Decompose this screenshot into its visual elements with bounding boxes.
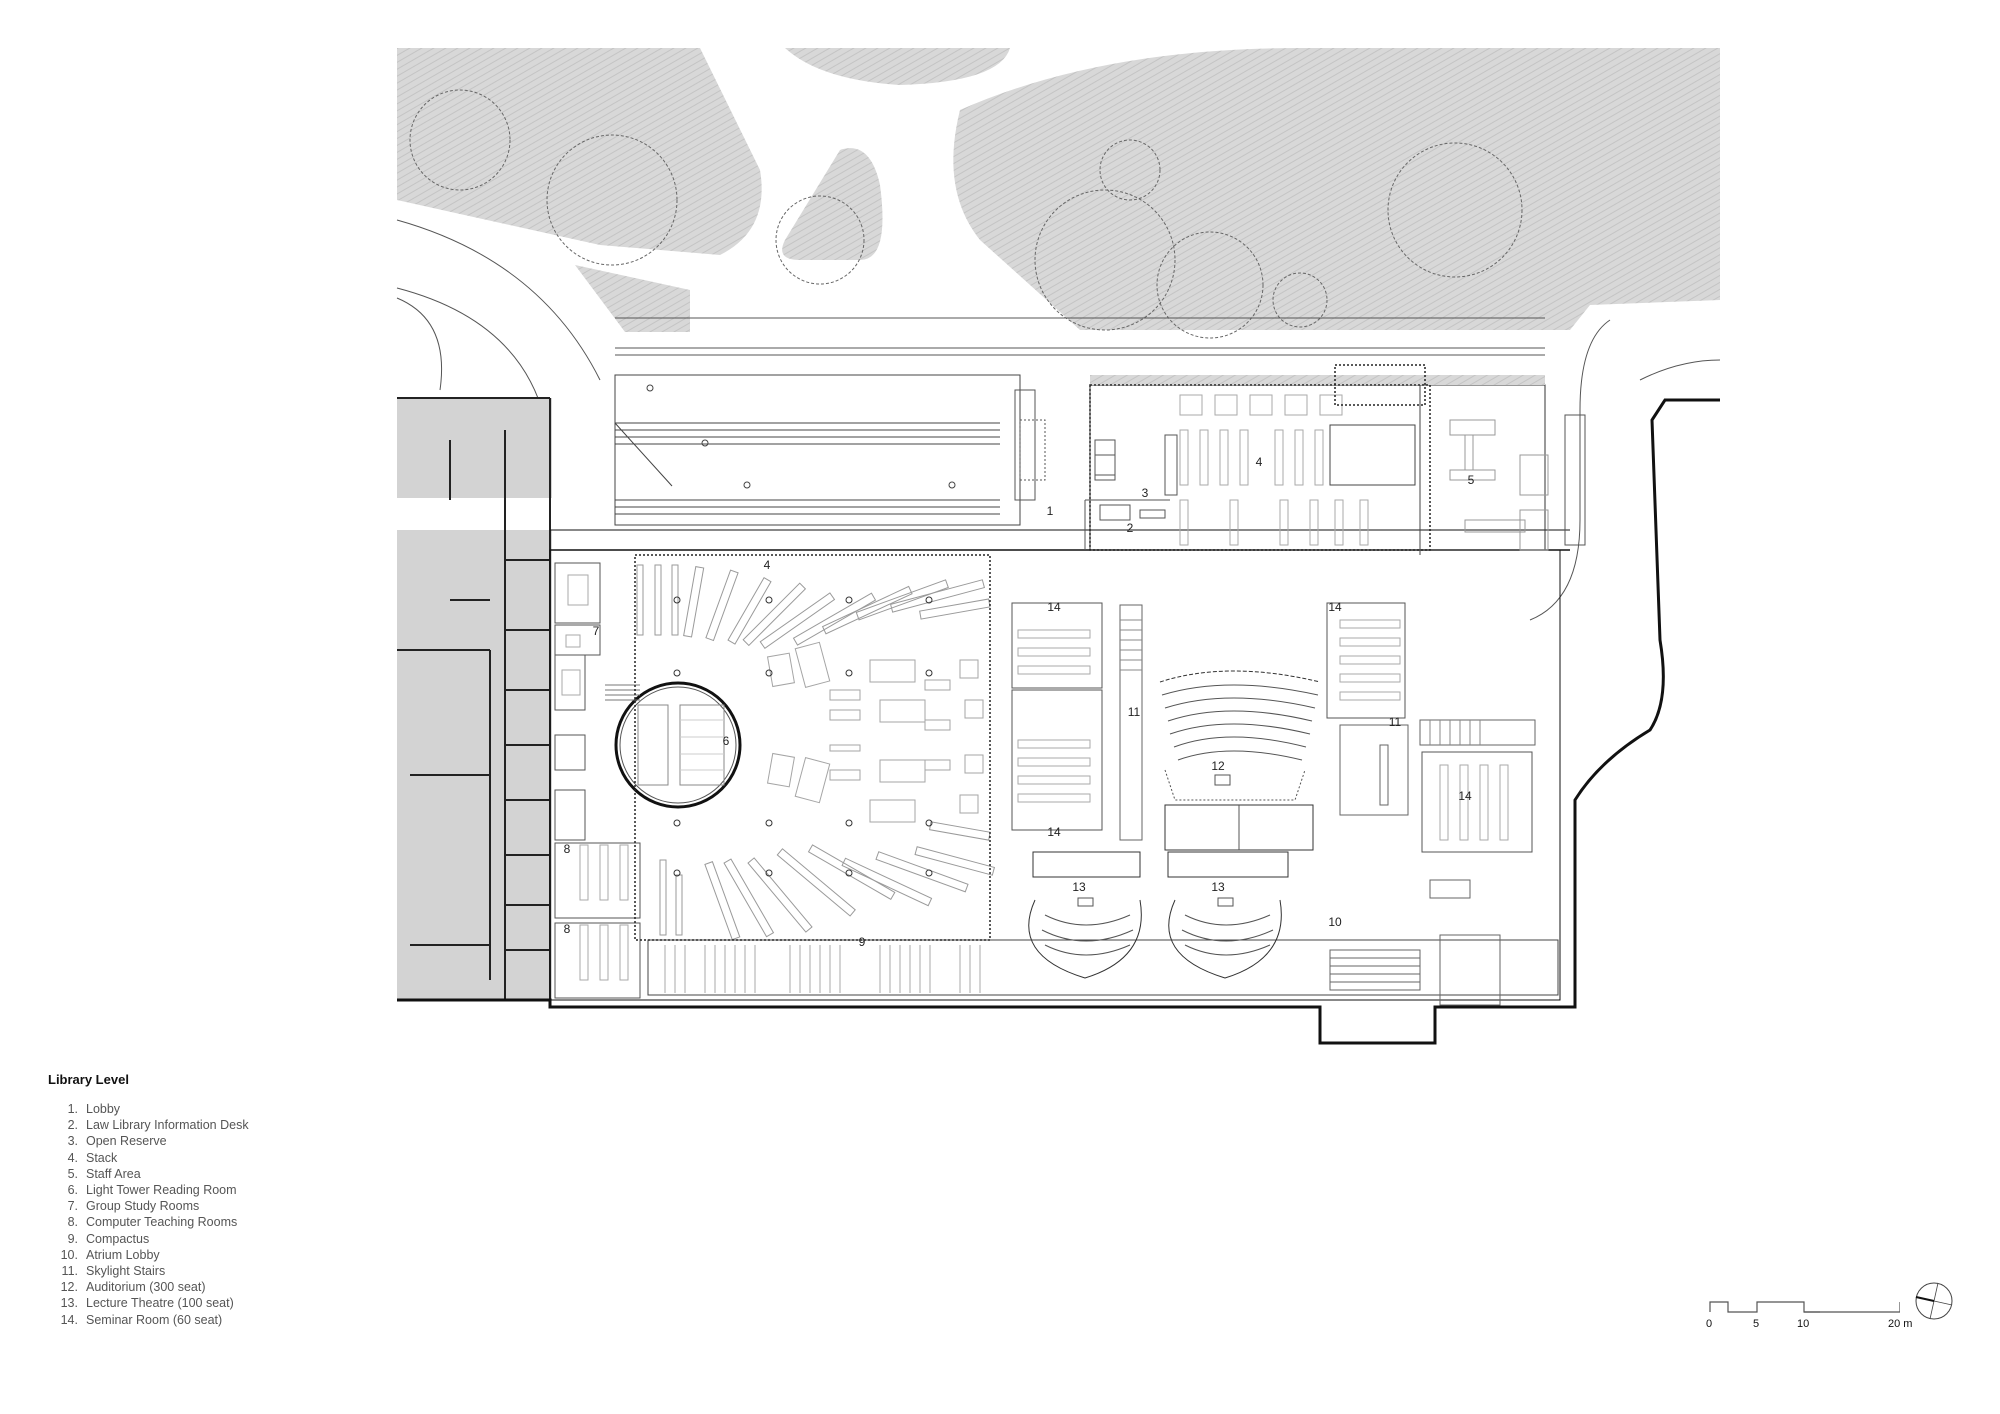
legend-item-label: Atrium Lobby xyxy=(86,1247,160,1262)
west-rooms xyxy=(554,562,641,999)
scale-bar: 0 5 10 xyxy=(1700,1284,1900,1334)
legend-item-number: 3. xyxy=(67,1134,78,1149)
legend-item-label: Compactus xyxy=(86,1231,150,1246)
legend-item-label: Seminar Room (60 seat) xyxy=(86,1312,223,1327)
legend-item-label: Staff Area xyxy=(86,1166,141,1181)
room-label-8a: 8 xyxy=(564,842,571,856)
room-label-13b: 13 xyxy=(1211,880,1225,894)
room-label-14b: 14 xyxy=(1047,825,1061,839)
room-label-4a: 4 xyxy=(1256,455,1263,469)
legend-item-number: 10. xyxy=(60,1247,78,1262)
legend-item: 6. Light Tower Reading Room xyxy=(48,1182,408,1198)
room-label-8b: 8 xyxy=(564,922,571,936)
dotted-boundaries xyxy=(634,364,1431,941)
lecture-theatres xyxy=(1028,851,1289,979)
legend-item: 1. Lobby xyxy=(48,1101,408,1117)
sunken-courtyard xyxy=(614,374,1021,526)
legend-item-number: 5. xyxy=(67,1166,78,1181)
room-label-14c: 14 xyxy=(1328,600,1342,614)
room-labels: 1 2 3 4 4 5 6 7 8 8 9 10 11 11 12 13 13 … xyxy=(564,455,1475,949)
room-label-11b: 11 xyxy=(1389,715,1402,729)
scale-tick-20: 20 m xyxy=(1888,1318,1913,1330)
legend-item: 5. Staff Area xyxy=(48,1166,408,1182)
legend-item: 11. Skylight Stairs xyxy=(48,1263,408,1279)
legend-item-number: 14. xyxy=(60,1312,78,1327)
legend-item-number: 13. xyxy=(60,1296,78,1311)
legend-list: 1. Lobby 2. Law Library Information Desk 3… xyxy=(48,1101,408,1328)
site-paths xyxy=(396,219,1721,621)
adjacent-building xyxy=(397,397,552,1000)
building-outline xyxy=(397,398,1720,1045)
legend-item-label: Computer Teaching Rooms xyxy=(86,1215,238,1230)
room-label-11a: 11 xyxy=(1128,705,1141,719)
legend-item: 7. Group Study Rooms xyxy=(48,1198,408,1214)
legend-item-label: Stack xyxy=(86,1150,118,1165)
legend-item: 4. Stack xyxy=(48,1150,408,1166)
legend-item: 12. Auditorium (300 seat) xyxy=(48,1279,408,1295)
legend-item-number: 1. xyxy=(67,1102,78,1116)
legend-item-number: 11. xyxy=(61,1264,78,1279)
room-label-13a: 13 xyxy=(1072,880,1086,894)
tree-circles xyxy=(409,89,1523,339)
legend-item-number: 4. xyxy=(67,1150,78,1165)
legend-item: 14. Seminar Room (60 seat) xyxy=(48,1312,408,1328)
legend-item: 3. Open Reserve xyxy=(48,1133,408,1149)
legend-item: 13. Lecture Theatre (100 seat) xyxy=(48,1295,408,1311)
room-label-14a: 14 xyxy=(1047,600,1061,614)
legend-item-label: Group Study Rooms xyxy=(86,1199,200,1214)
seminar-rooms xyxy=(1011,602,1533,853)
room-label-10: 10 xyxy=(1328,915,1342,929)
compactus xyxy=(647,939,1559,996)
atrium-stairs xyxy=(1119,604,1536,1006)
stack-zone-north xyxy=(1089,375,1586,555)
structural-columns xyxy=(673,596,933,877)
scale-bar-graphic xyxy=(1709,1301,1900,1313)
scale-tick-10: 10 xyxy=(1797,1318,1810,1330)
legend-item: 2. Law Library Information Desk xyxy=(48,1117,408,1133)
auditorium xyxy=(1159,670,1321,851)
room-label-14d: 14 xyxy=(1458,789,1472,803)
room-label-12: 12 xyxy=(1211,759,1225,773)
legend: Library Level 1. Lobby 2. Law Library Info… xyxy=(48,1072,408,1328)
legend-item-number: 8. xyxy=(67,1215,78,1230)
lobby-zone xyxy=(1014,389,1178,550)
legend-item: 9. Compactus xyxy=(48,1231,408,1247)
scale-tick-0: 0 xyxy=(1706,1318,1713,1330)
legend-item-label: Open Reserve xyxy=(86,1134,167,1149)
legend-title: Library Level xyxy=(48,1072,129,1087)
light-tower-reading-room xyxy=(605,681,742,809)
legend-item-number: 2. xyxy=(67,1118,78,1133)
legend-item-label: Light Tower Reading Room xyxy=(86,1183,237,1198)
room-label-1: 1 xyxy=(1047,504,1054,518)
room-label-9: 9 xyxy=(859,935,866,949)
legend-item-label: Auditorium (300 seat) xyxy=(86,1280,206,1295)
reading-tables xyxy=(766,641,984,823)
north-arrow-icon xyxy=(1915,1282,1953,1320)
room-label-5: 5 xyxy=(1468,473,1475,487)
scale-bar-extension xyxy=(1804,1302,1900,1313)
radial-stacks xyxy=(636,564,996,941)
legend-item-label: Skylight Stairs xyxy=(86,1264,166,1279)
legend-item-label: Lobby xyxy=(86,1102,121,1116)
scale-tick-5: 5 xyxy=(1753,1318,1760,1330)
legend-item-number: 12. xyxy=(60,1280,78,1295)
room-label-4b: 4 xyxy=(764,558,771,572)
legend-item-label: Lecture Theatre (100 seat) xyxy=(86,1296,234,1311)
legend-item-number: 7. xyxy=(67,1199,78,1214)
room-label-6: 6 xyxy=(723,734,730,748)
room-label-7: 7 xyxy=(593,624,600,638)
room-label-2: 2 xyxy=(1127,521,1134,535)
legend-item-label: Law Library Information Desk xyxy=(86,1118,249,1133)
legend-item-number: 6. xyxy=(67,1183,78,1198)
legend-item: 10. Atrium Lobby xyxy=(48,1247,408,1263)
room-label-3: 3 xyxy=(1142,486,1149,500)
legend-item: 8. Computer Teaching Rooms xyxy=(48,1214,408,1230)
legend-item-number: 9. xyxy=(67,1231,78,1246)
landscape-canopy xyxy=(397,48,1720,332)
